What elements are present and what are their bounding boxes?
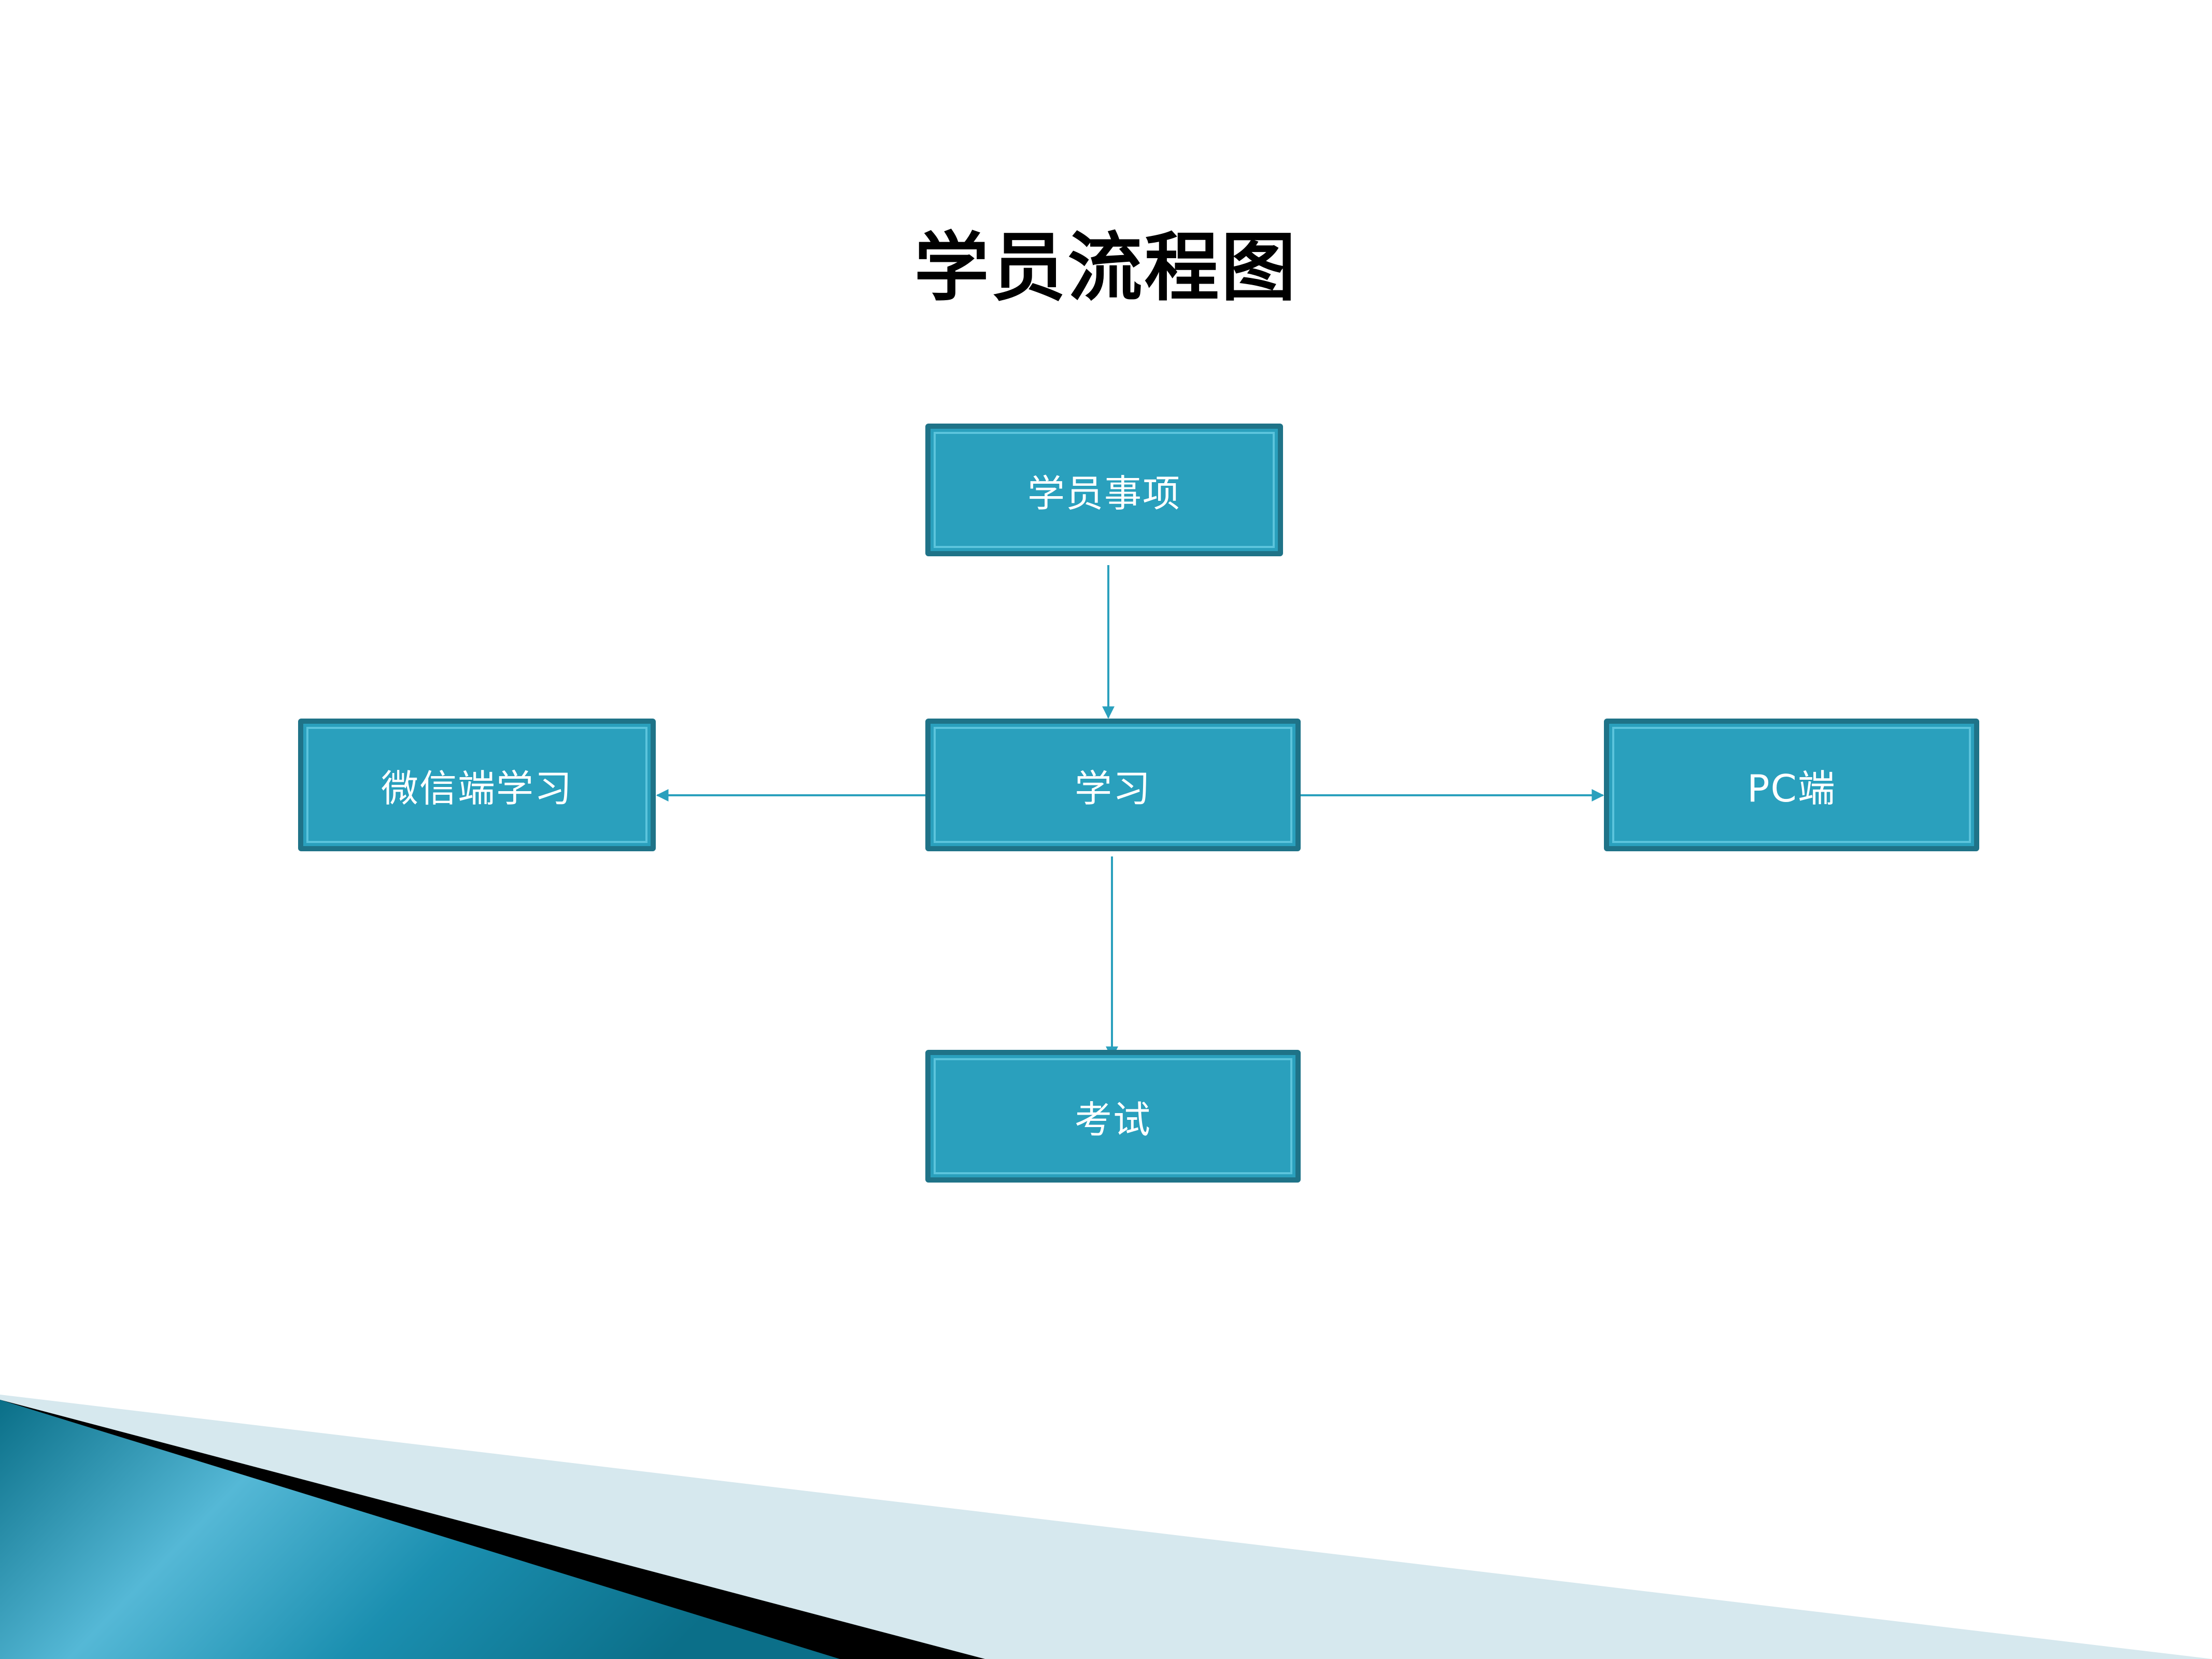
node-wechat-study: 微信端学习 xyxy=(298,719,656,851)
node-pc: PC端 xyxy=(1604,719,1979,851)
node-wechat-study-label: 微信端学习 xyxy=(381,766,573,810)
node-students: 学员事项 xyxy=(925,424,1283,556)
node-study: 学习 xyxy=(925,719,1301,851)
node-exam-label: 考试 xyxy=(1074,1098,1151,1142)
node-students-label: 学员事项 xyxy=(1027,471,1181,515)
swoosh-teal-band xyxy=(0,1400,840,1659)
node-exam: 考试 xyxy=(925,1050,1301,1183)
page-title: 学员流程图 xyxy=(914,224,1298,312)
node-study-label: 学习 xyxy=(1074,766,1151,810)
node-pc-label: PC端 xyxy=(1747,766,1836,810)
